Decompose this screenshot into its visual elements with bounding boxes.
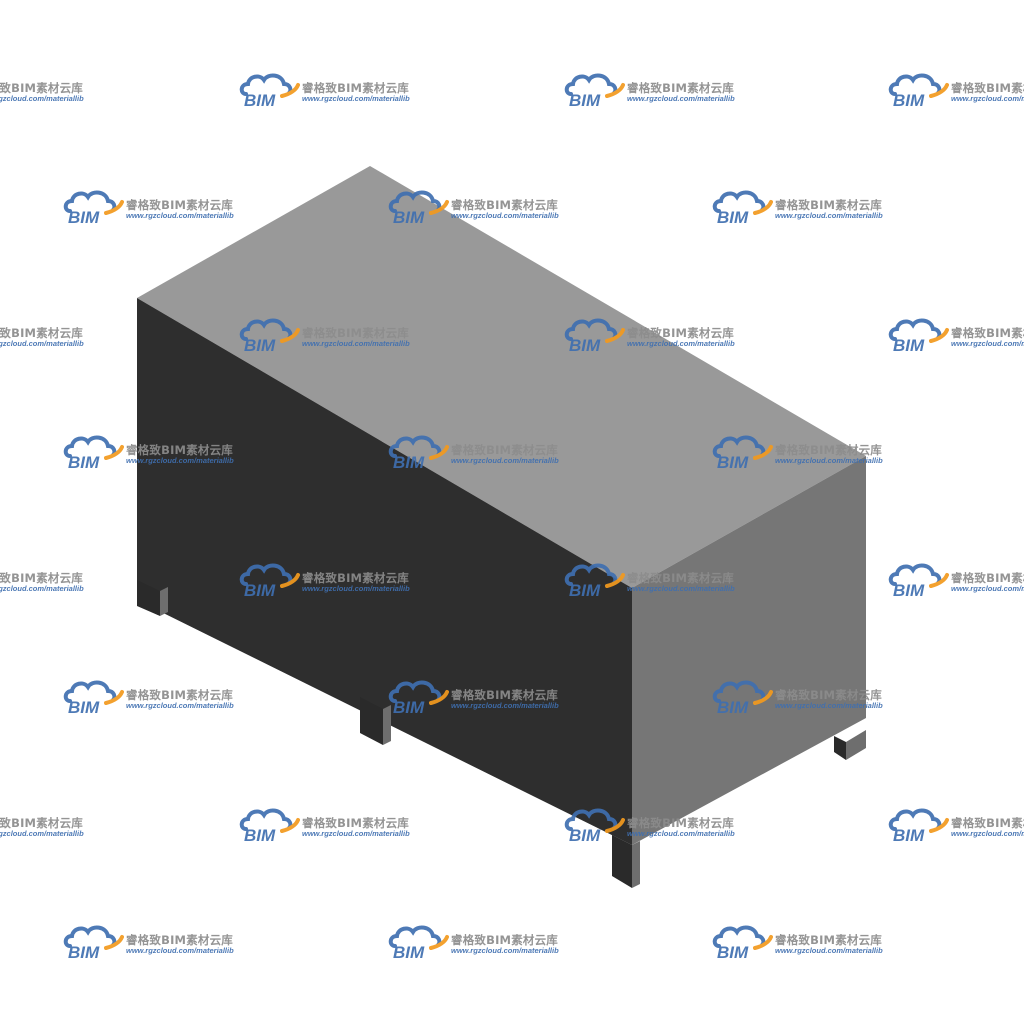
box-top-face bbox=[137, 166, 866, 588]
leg-right-rear-side bbox=[846, 730, 866, 760]
leg-left-front-post-side bbox=[160, 587, 168, 616]
leg-middle bbox=[360, 697, 383, 745]
box-front-face bbox=[137, 298, 632, 845]
box-side-face bbox=[632, 456, 866, 845]
leg-right-front-side bbox=[632, 841, 640, 888]
box-model bbox=[137, 166, 866, 888]
leg-right-front bbox=[612, 835, 632, 888]
leg-left-front-post bbox=[137, 580, 160, 616]
leg-middle-side bbox=[383, 705, 391, 745]
box-legs bbox=[137, 580, 866, 888]
leg-right-rear bbox=[834, 736, 846, 760]
